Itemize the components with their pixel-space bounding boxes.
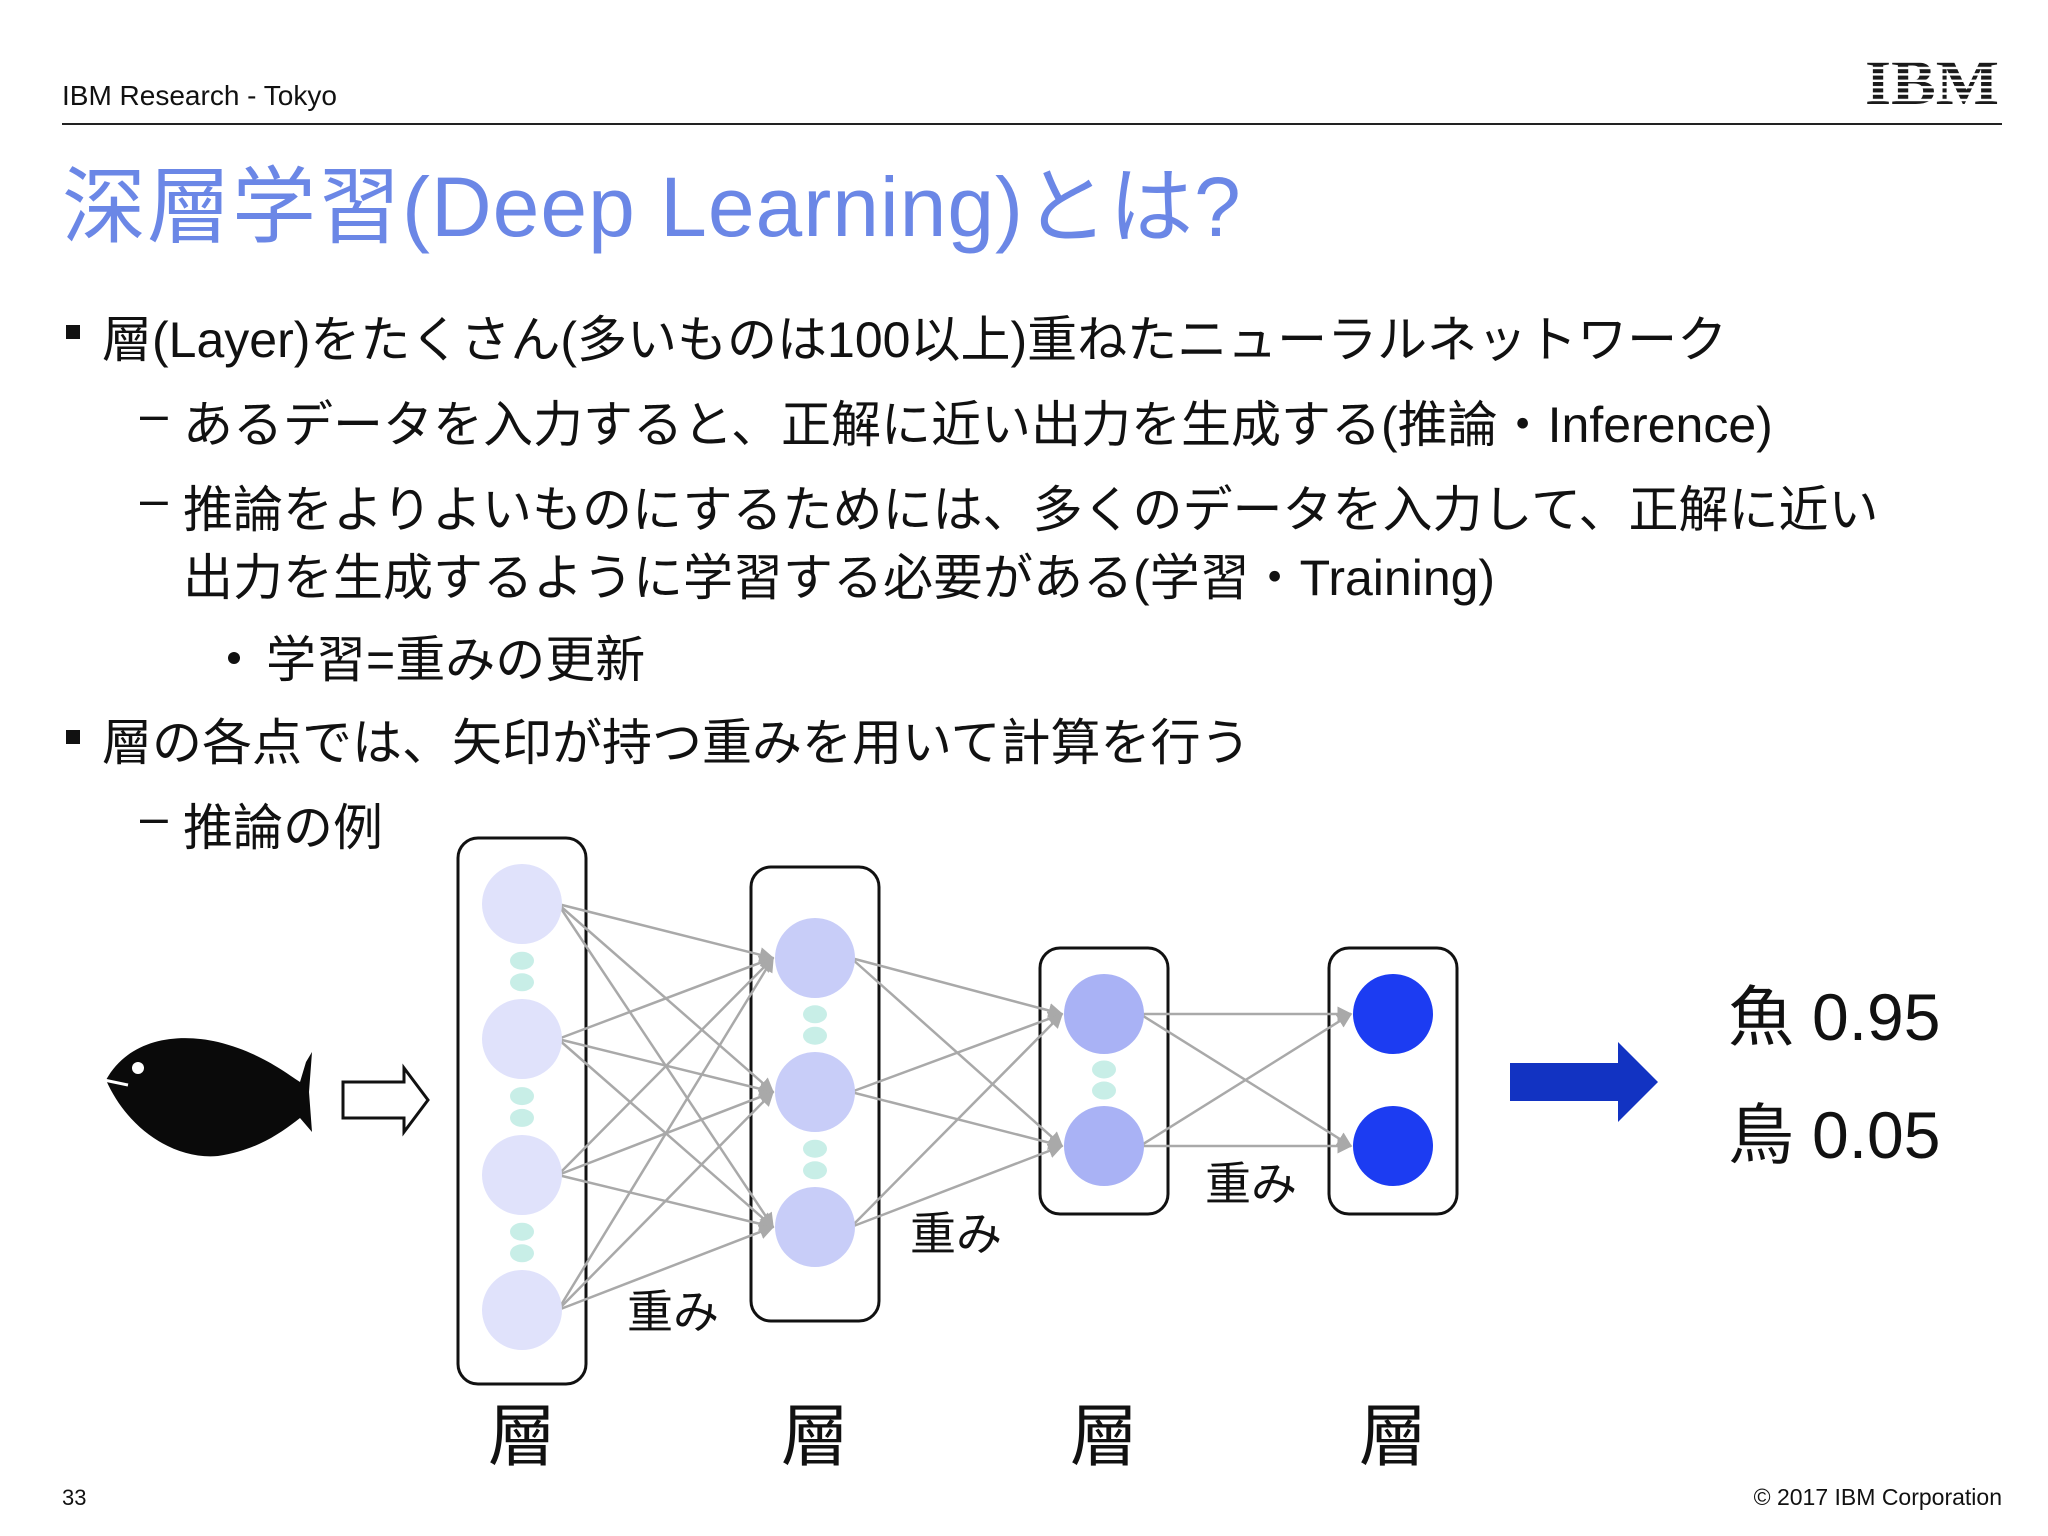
ibm-logo: IBM [1865, 50, 1999, 108]
node-connector-dot [510, 1108, 534, 1127]
network-node [775, 918, 855, 998]
node-connector-dot [510, 973, 534, 992]
output-label-bird: 鳥 [1728, 1097, 1794, 1174]
bullet-1-sub-1: あるデータを入力すると、正解に近い出力を生成する(推論・Inference) [183, 397, 1773, 453]
bullet-2-sub-1: 推論の例 [183, 800, 383, 856]
weight-edge [556, 956, 775, 1311]
node-connector-dot [803, 1161, 827, 1180]
network-node [1353, 974, 1433, 1054]
output-value-bird: 0.05 [1812, 1098, 1940, 1172]
weight-edge [557, 1090, 775, 1311]
bullet-1-sub-2-line-2: 出力を生成するように学習する必要がある(学習・Training) [183, 550, 1496, 606]
dash-marker: – [140, 789, 168, 845]
bullet-1-sub-2-line-1: 推論をよりよいものにするためには、多くのデータを入力して、正解に近い [183, 482, 1879, 538]
slide-title: 深層学習(Deep Learning)とは? [62, 160, 1242, 254]
layer-label: 層 [1070, 1398, 1138, 1477]
weight-edges [556, 902, 1353, 1312]
input-arrow [341, 1063, 430, 1137]
network-node [482, 1135, 562, 1215]
bullet-square [66, 730, 80, 744]
bullet-1-sub-2-point: 学習=重みの更新 [266, 632, 646, 688]
network-node [482, 864, 562, 944]
node-connector-dot [803, 1026, 827, 1045]
weight-edge [1139, 1012, 1353, 1148]
layer-label: 層 [488, 1398, 556, 1477]
node-connector-dot [510, 1244, 534, 1263]
svg-text:IBM: IBM [1865, 50, 1999, 108]
header-rule [62, 123, 2002, 125]
weight-edge [557, 902, 775, 962]
network-nodes [482, 864, 1433, 1350]
weight-edge [850, 1143, 1064, 1229]
weight-label: 重み [627, 1285, 719, 1339]
output-value-fish: 0.95 [1812, 980, 1940, 1054]
network-node [775, 1052, 855, 1132]
page-number: 33 [62, 1485, 87, 1510]
layer-label: 層 [781, 1398, 849, 1477]
layer-label: 層 [1359, 1398, 1427, 1477]
weight-edge [557, 955, 775, 1041]
network-node [1064, 1106, 1144, 1186]
node-connector-dot [1092, 1060, 1116, 1079]
dash-marker: – [140, 471, 168, 527]
dash-marker: – [140, 386, 168, 442]
node-connector-dot [803, 1005, 827, 1024]
weight-label: 重み [1205, 1157, 1297, 1211]
node-connector-dot [510, 1087, 534, 1106]
weight-edge [557, 1224, 775, 1312]
result-arrow [1510, 1042, 1658, 1122]
bullet-2: 層の各点では、矢印が持つ重みを用いて計算を行う [102, 715, 1251, 771]
weight-label: 重み [910, 1207, 1002, 1261]
fish-icon [103, 1038, 312, 1157]
bullet-1: 層(Layer)をたくさん(多いものは100以上)重ねたニューラルネットワーク [102, 312, 1728, 368]
bullet-dot [228, 652, 240, 664]
network-node [775, 1187, 855, 1267]
header-org: IBM Research - Tokyo [62, 80, 337, 111]
network-node [482, 1270, 562, 1350]
network-node [1064, 974, 1144, 1054]
node-connectors [510, 951, 1116, 1263]
node-connector-dot [803, 1139, 827, 1158]
copyright: © 2017 IBM Corporation [1753, 1484, 2002, 1510]
output-label-fish: 魚 [1728, 979, 1794, 1056]
node-connector-dot [1092, 1081, 1116, 1100]
weight-edge [850, 1012, 1064, 1228]
network-node [482, 999, 562, 1079]
weight-edge [850, 1011, 1064, 1094]
weight-edge [850, 956, 1064, 1018]
node-connector-dot [510, 1222, 534, 1241]
weight-edge [557, 956, 775, 1176]
network-node [1353, 1106, 1433, 1186]
bullet-square [66, 325, 80, 339]
node-connector-dot [510, 951, 534, 970]
